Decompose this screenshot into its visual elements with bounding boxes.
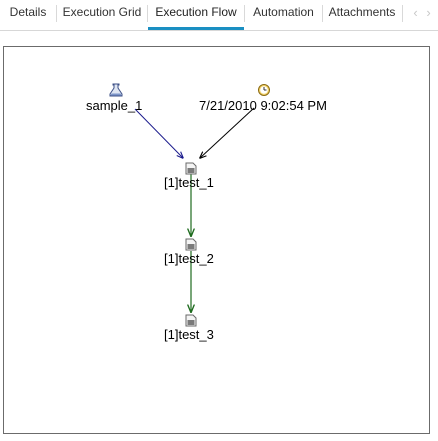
chevron-right-icon[interactable]: › [426, 5, 431, 20]
tab-details-label: Details [9, 5, 47, 19]
timestamp-label[interactable]: 7/21/2010 9:02:54 PM [199, 98, 327, 113]
tab-divider [244, 5, 245, 22]
tab-execution-flow-label: Execution Flow [155, 5, 237, 19]
tab-divider [147, 5, 148, 22]
tab-divider [322, 5, 323, 22]
test-node-label[interactable]: [1]test_3 [164, 327, 214, 342]
test-node-label[interactable]: [1]test_1 [164, 175, 214, 190]
tab-attachments[interactable]: Attachments [323, 0, 401, 27]
tab-bar: Details Execution Grid Execution Flow Au… [0, 0, 438, 31]
test-document-icon[interactable] [185, 238, 197, 251]
tab-execution-grid[interactable]: Execution Grid [57, 0, 147, 27]
edge-sample-to-test1 [134, 108, 183, 158]
chevron-left-icon[interactable]: ‹ [413, 5, 418, 20]
tab-details[interactable]: Details [0, 0, 56, 27]
tab-divider [56, 5, 57, 22]
test-document-icon[interactable] [185, 314, 197, 327]
tab-attachments-label: Attachments [328, 5, 396, 19]
flow-diagram [109, 83, 270, 327]
tab-execution-flow[interactable]: Execution Flow [148, 0, 244, 30]
clock-icon[interactable] [258, 84, 270, 96]
test-document-icon[interactable] [185, 162, 197, 175]
tab-automation-label: Automation [253, 5, 314, 19]
tab-execution-grid-label: Execution Grid [62, 5, 142, 19]
edge-time-to-test1 [200, 107, 255, 158]
tab-automation[interactable]: Automation [245, 0, 322, 27]
tab-divider [402, 5, 403, 22]
test-set-icon[interactable] [109, 83, 123, 97]
flow-canvas: sample_1 7/21/2010 9:02:54 PM [1]test_1 … [3, 46, 430, 434]
active-tab-indicator [148, 27, 244, 30]
test-set-label[interactable]: sample_1 [86, 98, 143, 113]
test-node-label[interactable]: [1]test_2 [164, 251, 214, 266]
